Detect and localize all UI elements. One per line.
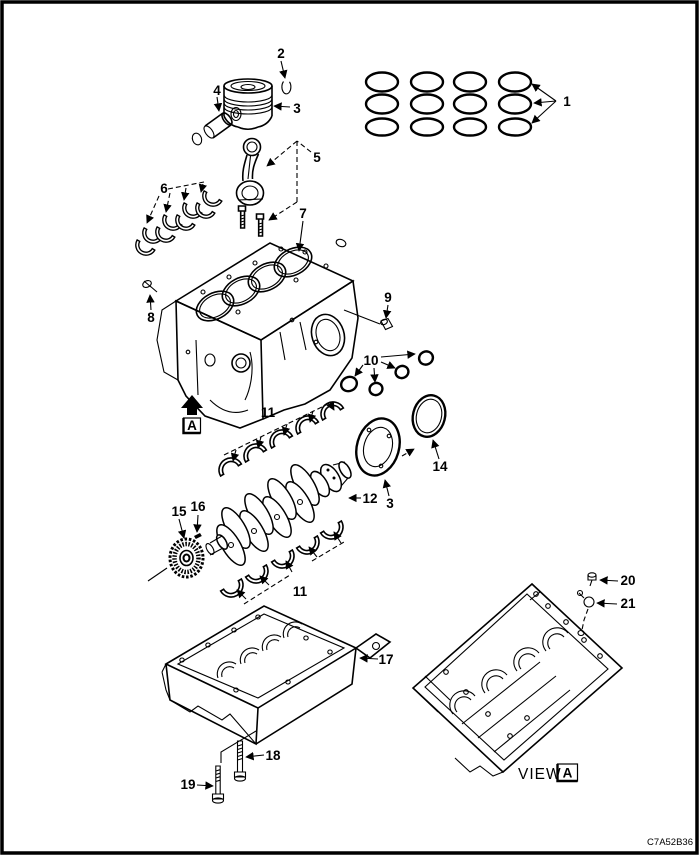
- direction-marker-label: A: [187, 418, 197, 433]
- view-a-label: VIEW A: [518, 763, 579, 783]
- lower-crankcase: [161, 605, 392, 746]
- callout-11-lower: 11: [293, 584, 308, 599]
- callout-9: 9: [384, 290, 392, 305]
- crankcase-bolt-18: [233, 740, 247, 782]
- rear-main-seal: [411, 394, 447, 438]
- callout-1: 1: [563, 94, 571, 109]
- callout-14: 14: [432, 459, 448, 474]
- callout-labels: 1 2 3 4 5 6 7 8 9 10 11 11 12 3 14 15 16…: [147, 46, 636, 792]
- pin-retainer-ring: [191, 132, 203, 146]
- callout-7: 7: [299, 206, 307, 221]
- callout-20: 20: [620, 573, 635, 588]
- cup-plugs: [339, 350, 435, 397]
- callout-10: 10: [363, 353, 378, 368]
- callout-3-piston: 3: [293, 101, 301, 116]
- leader-lines: [146, 60, 619, 790]
- view-direction-marker: A: [181, 395, 203, 435]
- callout-4: 4: [213, 83, 221, 98]
- view-word: VIEW: [518, 766, 562, 783]
- piston-rings-set: [364, 71, 533, 137]
- callout-5: 5: [313, 150, 321, 165]
- woodruff-key: [194, 533, 202, 539]
- callout-12: 12: [362, 491, 377, 506]
- piston-pin: [203, 112, 233, 139]
- crankshaft: [205, 461, 352, 567]
- engine-block-bottom-view: [411, 582, 624, 777]
- callout-16: 16: [190, 499, 206, 514]
- callout-21: 21: [620, 596, 636, 611]
- crankshaft-gear: [147, 537, 205, 582]
- engine-block: [156, 238, 359, 429]
- figure-code: C7A52B36: [647, 837, 693, 848]
- oil-gallery-plug-right: [380, 317, 394, 331]
- view-marker: A: [563, 766, 573, 781]
- connecting-rod: [235, 137, 265, 237]
- piston: [223, 78, 273, 131]
- callout-19: 19: [180, 777, 195, 792]
- callout-15: 15: [171, 504, 187, 519]
- callout-3-plate: 3: [386, 496, 394, 511]
- oil-jet: [576, 589, 595, 631]
- crankcase-bolt-19: [211, 730, 257, 804]
- oil-jet-bolt: [587, 572, 597, 587]
- oil-gallery-plug-left: [142, 279, 158, 293]
- callout-11-upper: 11: [261, 405, 276, 420]
- callout-8: 8: [147, 310, 155, 325]
- callout-17: 17: [378, 652, 393, 667]
- snap-ring: [281, 81, 292, 95]
- callout-6: 6: [160, 181, 168, 196]
- rod-bearings: [131, 190, 223, 260]
- up-arrow-icon: [181, 395, 203, 415]
- callout-2: 2: [277, 46, 285, 61]
- callout-18: 18: [265, 748, 281, 763]
- thrust-plate: [355, 417, 401, 477]
